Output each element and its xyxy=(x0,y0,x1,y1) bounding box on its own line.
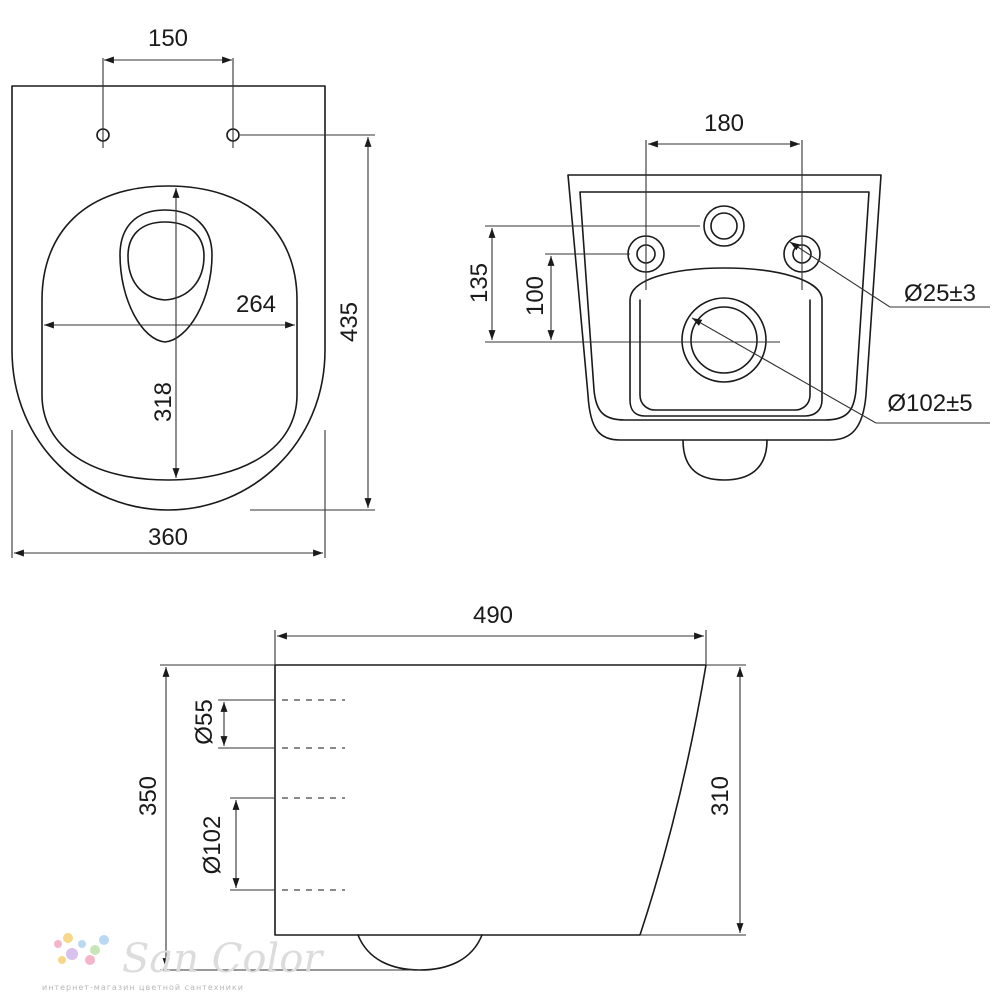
rear-view-recess xyxy=(629,267,823,417)
top-view-bowl-inner xyxy=(127,221,205,301)
side-view: Ø55 Ø102 490 350 310 xyxy=(135,602,746,971)
rear-inlet-top xyxy=(703,205,745,247)
mounting-hole-right xyxy=(226,58,240,148)
top-view-bowl-outer xyxy=(119,209,213,343)
watermark-dot xyxy=(78,940,86,948)
watermark-dot xyxy=(54,940,62,948)
dim-label-100: 100 xyxy=(522,276,549,316)
rear-view-inner-frame xyxy=(579,191,870,421)
dim-label-360: 360 xyxy=(148,524,188,551)
dim-label-150: 150 xyxy=(148,25,188,52)
watermark-dot xyxy=(66,948,78,960)
top-view-outline xyxy=(11,85,326,511)
top-view-seat xyxy=(41,185,298,481)
dim-label-350: 350 xyxy=(135,776,162,816)
watermark-dot xyxy=(58,956,66,964)
watermark: San Color интернет-магазин цветной санте… xyxy=(42,933,325,992)
rear-view: 180 135 100 Ø25±3 Ø102±5 xyxy=(466,110,990,481)
dim-label-102: Ø102 xyxy=(199,816,226,875)
side-view-outline xyxy=(274,664,707,936)
dim-label-55: Ø55 xyxy=(191,699,218,744)
rear-view-recess-inner xyxy=(639,299,811,411)
watermark-dot xyxy=(90,945,100,955)
side-view-bottom-bulge xyxy=(357,934,483,971)
rear-view-outline xyxy=(567,174,882,441)
leader-inlet xyxy=(789,241,891,308)
watermark-dot xyxy=(63,933,73,943)
top-view: 150 264 318 435 360 xyxy=(11,25,375,558)
mounting-hole-left xyxy=(96,58,110,148)
dim-label-490: 490 xyxy=(473,602,513,629)
dim-label-135: 135 xyxy=(466,263,493,303)
leader-outlet xyxy=(691,317,877,424)
dim-label-outlet-diameter: Ø102±5 xyxy=(887,390,972,417)
dim-label-264: 264 xyxy=(236,291,276,318)
dim-label-310: 310 xyxy=(707,776,734,816)
watermark-tagline: интернет-магазин цветной сантехники xyxy=(42,983,244,992)
watermark-dot xyxy=(99,935,109,945)
dim-label-318: 318 xyxy=(150,382,177,422)
watermark-dots-icon xyxy=(54,933,109,965)
watermark-brand: San Color xyxy=(122,936,325,982)
rear-outlet xyxy=(681,297,767,383)
dim-label-435: 435 xyxy=(336,302,363,342)
dim-label-180: 180 xyxy=(704,110,744,137)
dim-label-inlet-diameter: Ø25±3 xyxy=(904,280,976,307)
rear-view-bottom-bulge xyxy=(682,439,768,481)
watermark-dot xyxy=(85,955,95,965)
